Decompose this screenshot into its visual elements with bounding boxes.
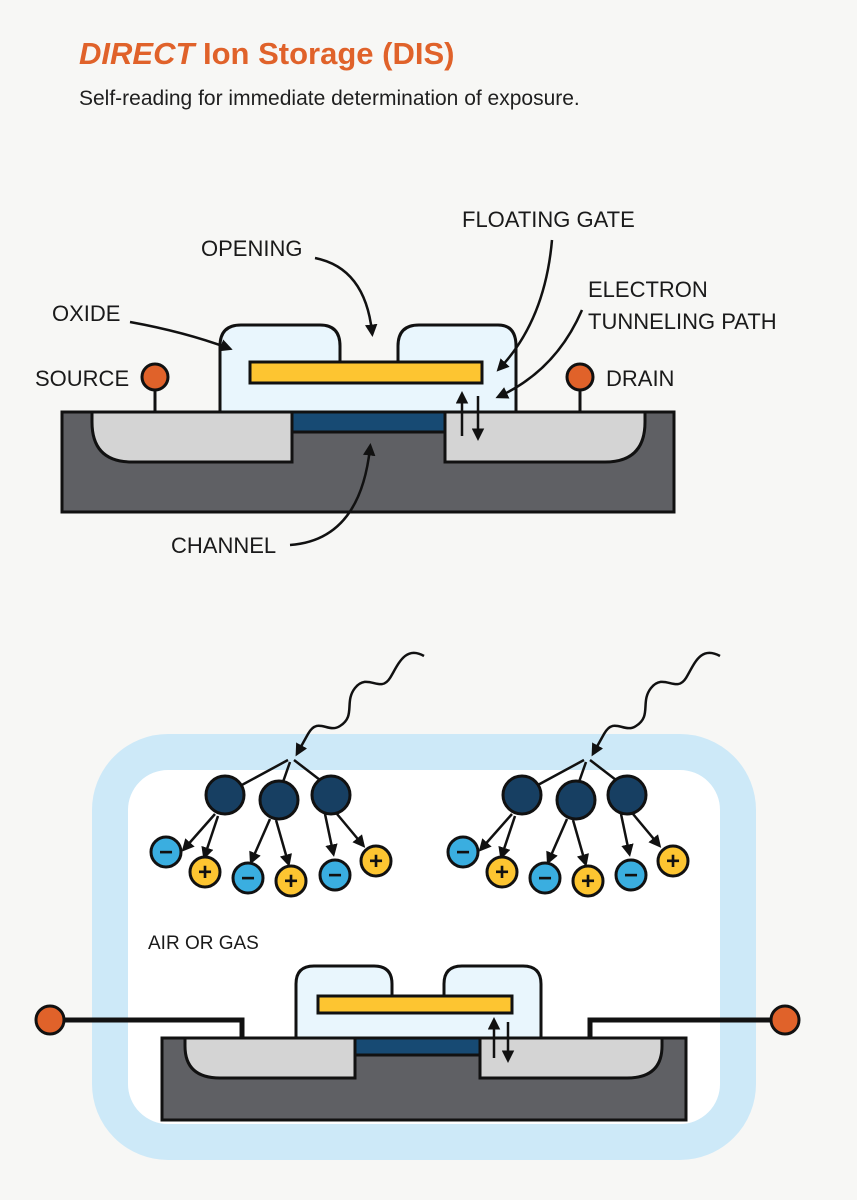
svg-text:+: + [198, 859, 212, 886]
svg-text:−: − [624, 862, 638, 889]
channel-2 [353, 1036, 482, 1057]
source-terminal [140, 362, 170, 412]
minus-circle-icon: − [528, 861, 562, 895]
floating-gate [248, 360, 484, 385]
title-rest: Ion Storage (DIS) [194, 36, 455, 71]
molecule [555, 779, 597, 821]
source-well-2 [183, 1036, 357, 1080]
minus-circle-icon: − [446, 835, 480, 869]
minus-circle-icon: − [318, 858, 352, 892]
drain-well [443, 410, 647, 464]
plus-circle-icon: + [571, 864, 605, 898]
label-tunneling-path: TUNNELING PATH [588, 309, 777, 334]
drain-terminal [565, 362, 595, 412]
molecule [606, 774, 648, 816]
svg-text:−: − [241, 865, 255, 892]
molecule [501, 774, 543, 816]
channel-callout-arrow [289, 443, 376, 547]
svg-text:+: + [495, 859, 509, 886]
plus-circle-icon: + [656, 844, 690, 878]
oxide-callout-arrow [129, 320, 233, 352]
plus-circle-icon: + [485, 855, 519, 889]
plus-circle-icon: + [188, 855, 222, 889]
ion-chamber-diagram: − + − + − + − + − + − + AIR OR GAS [34, 651, 801, 1160]
tunneling-callout-arrow [495, 309, 584, 399]
svg-text:−: − [456, 839, 470, 866]
page-subtitle: Self-reading for immediate determination… [79, 87, 580, 110]
radiation-wave-right [591, 651, 721, 757]
label-air-or-gas: AIR OR GAS [148, 933, 259, 954]
svg-text:−: − [159, 839, 173, 866]
label-oxide: OXIDE [52, 301, 120, 326]
svg-text:+: + [581, 868, 595, 895]
svg-text:−: − [538, 865, 552, 892]
label-drain: DRAIN [606, 366, 674, 391]
plus-circle-icon: + [359, 844, 393, 878]
label-electron: ELECTRON [588, 277, 708, 302]
minus-circle-icon: − [231, 861, 265, 895]
floating-gate-2 [316, 994, 514, 1015]
molecule [204, 774, 246, 816]
source-well [90, 410, 294, 464]
minus-circle-icon: − [149, 835, 183, 869]
drain-terminal-2 [587, 1004, 801, 1038]
svg-text:+: + [284, 868, 298, 895]
drain-well-2 [478, 1036, 664, 1080]
molecule [258, 779, 300, 821]
channel [290, 410, 447, 434]
label-opening: OPENING [201, 236, 302, 261]
radiation-wave-left [295, 651, 425, 757]
label-floating-gate: FLOATING GATE [462, 207, 635, 232]
title-italic: DIRECT [79, 36, 195, 71]
svg-text:+: + [369, 848, 383, 875]
molecule-group-left [181, 758, 366, 867]
molecule [310, 774, 352, 816]
floating-gate-callout-arrow [496, 239, 554, 372]
svg-text:−: − [328, 862, 342, 889]
svg-text:+: + [666, 848, 680, 875]
page-title: DIRECT Ion Storage (DIS) [79, 36, 454, 72]
label-channel: CHANNEL [171, 533, 276, 558]
transistor-diagram-1: FLOATING GATE OPENING ELECTRON TUNNELING… [35, 207, 777, 558]
label-source: SOURCE [35, 366, 129, 391]
plus-circle-icon: + [274, 864, 308, 898]
source-terminal-2 [34, 1004, 245, 1038]
minus-circle-icon: − [614, 858, 648, 892]
molecule-group-right [478, 758, 662, 867]
opening-callout-arrow [314, 256, 378, 337]
